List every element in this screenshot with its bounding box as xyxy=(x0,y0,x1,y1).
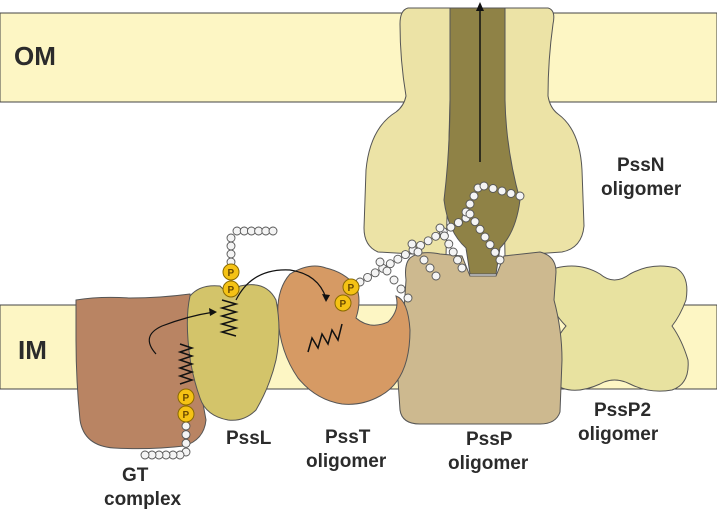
sugar-unit xyxy=(431,271,441,281)
lipid-carrier-psst xyxy=(307,323,343,353)
sugar-unit xyxy=(495,255,505,265)
phosphate-pssl-1: P xyxy=(222,263,240,281)
sugar-unit xyxy=(431,231,441,241)
inner-membrane-label: IM xyxy=(18,335,47,365)
sugar-unit xyxy=(439,231,449,241)
sugar-unit xyxy=(506,189,516,198)
sugar-unit xyxy=(479,181,489,191)
lipid-carrier-pssl xyxy=(219,299,239,337)
sugar-unit xyxy=(140,450,150,460)
pssp2-label-line2: oligomer xyxy=(578,424,659,445)
sugar-unit xyxy=(425,263,435,273)
pssn-label-line1: PssN xyxy=(617,155,665,176)
pssp-label-line1: PssP xyxy=(466,429,513,450)
gt-to-pssl-arrow xyxy=(148,311,215,355)
sugar-unit xyxy=(488,184,498,193)
pssl-to-psst-arrow xyxy=(235,269,327,301)
pssp2-label-line1: PssP2 xyxy=(594,400,651,421)
pssl-to-psst-arrowhead-icon xyxy=(322,294,330,302)
phosphate-gt-1: P xyxy=(177,388,195,406)
sugar-unit xyxy=(497,186,507,196)
sugar-unit xyxy=(444,239,454,249)
sugar-unit xyxy=(469,191,479,201)
outer-membrane-label: OM xyxy=(14,41,56,71)
phosphate-label: P xyxy=(183,410,190,421)
sugar-unit xyxy=(181,430,191,440)
sugar-unit xyxy=(423,236,433,246)
phosphate-label: P xyxy=(228,285,235,296)
pssl-label: PssL xyxy=(226,428,272,449)
pssp2-oligomer xyxy=(547,265,689,392)
sugar-unit xyxy=(407,239,417,249)
sugar-unit xyxy=(453,255,463,265)
sugar-unit xyxy=(396,284,406,294)
sugar-unit xyxy=(181,438,191,448)
sugar-unit xyxy=(226,249,236,259)
gt-to-pssl-arrowhead-icon xyxy=(209,308,217,316)
gt-complex-label-line2: complex xyxy=(104,489,182,510)
sugar-unit xyxy=(413,247,423,257)
sugar-unit xyxy=(385,259,395,269)
sugar-unit xyxy=(382,266,392,276)
pssl-protein xyxy=(186,284,280,421)
export-arrowhead-icon xyxy=(476,2,484,11)
phosphate-gt-2: P xyxy=(177,405,195,423)
phosphate-label: P xyxy=(340,299,347,310)
pssp-label-line2: oligomer xyxy=(448,453,529,474)
polysaccharide-chain-branches xyxy=(375,181,525,303)
sugar-unit xyxy=(226,241,236,251)
phosphate-label: P xyxy=(228,268,235,279)
sugar-unit xyxy=(465,199,475,209)
sugar-unit xyxy=(370,268,380,278)
sugar-unit xyxy=(448,247,458,257)
gt-complex-label-line1: GT xyxy=(122,465,149,486)
lipid-carrier-gt xyxy=(177,343,195,385)
sugar-unit xyxy=(181,421,191,431)
sugar-unit xyxy=(363,272,373,282)
phosphate-label: P xyxy=(348,283,355,294)
sugar-unit xyxy=(485,240,495,250)
psst-label-line1: PssT xyxy=(325,427,371,448)
sugar-unit xyxy=(226,233,236,243)
sugar-unit xyxy=(480,232,490,242)
sugar-unit xyxy=(375,257,385,267)
pssn-oligomer xyxy=(363,2,585,275)
sugar-unit xyxy=(490,247,500,257)
sugar-unit xyxy=(457,263,467,273)
polysaccharide-chain-pssl xyxy=(226,226,278,267)
sugar-unit xyxy=(403,293,413,303)
phosphate-pssl-2: P xyxy=(222,280,240,298)
sugar-unit xyxy=(453,218,463,228)
sugar-unit xyxy=(435,223,445,233)
polysaccharide-chain-gt xyxy=(140,421,191,460)
sugar-unit xyxy=(389,275,399,285)
psst-label-line2: oligomer xyxy=(306,451,387,472)
gt-complex xyxy=(75,293,207,450)
sugar-unit xyxy=(393,254,403,264)
sugar-unit xyxy=(268,226,278,236)
sugar-unit xyxy=(419,255,429,265)
pssn-label-line2: oligomer xyxy=(601,179,682,200)
outer-membrane xyxy=(0,12,717,103)
sugar-unit xyxy=(400,250,410,260)
phosphate-psst-1: P xyxy=(342,278,360,296)
pssp-oligomer xyxy=(397,251,563,425)
sugar-unit xyxy=(470,217,480,227)
sugar-unit xyxy=(515,191,525,201)
sugar-unit xyxy=(475,224,485,234)
sugar-unit xyxy=(465,209,475,219)
phosphate-label: P xyxy=(183,393,190,404)
sugar-unit xyxy=(446,222,456,232)
phosphate-psst-2: P xyxy=(334,294,352,312)
